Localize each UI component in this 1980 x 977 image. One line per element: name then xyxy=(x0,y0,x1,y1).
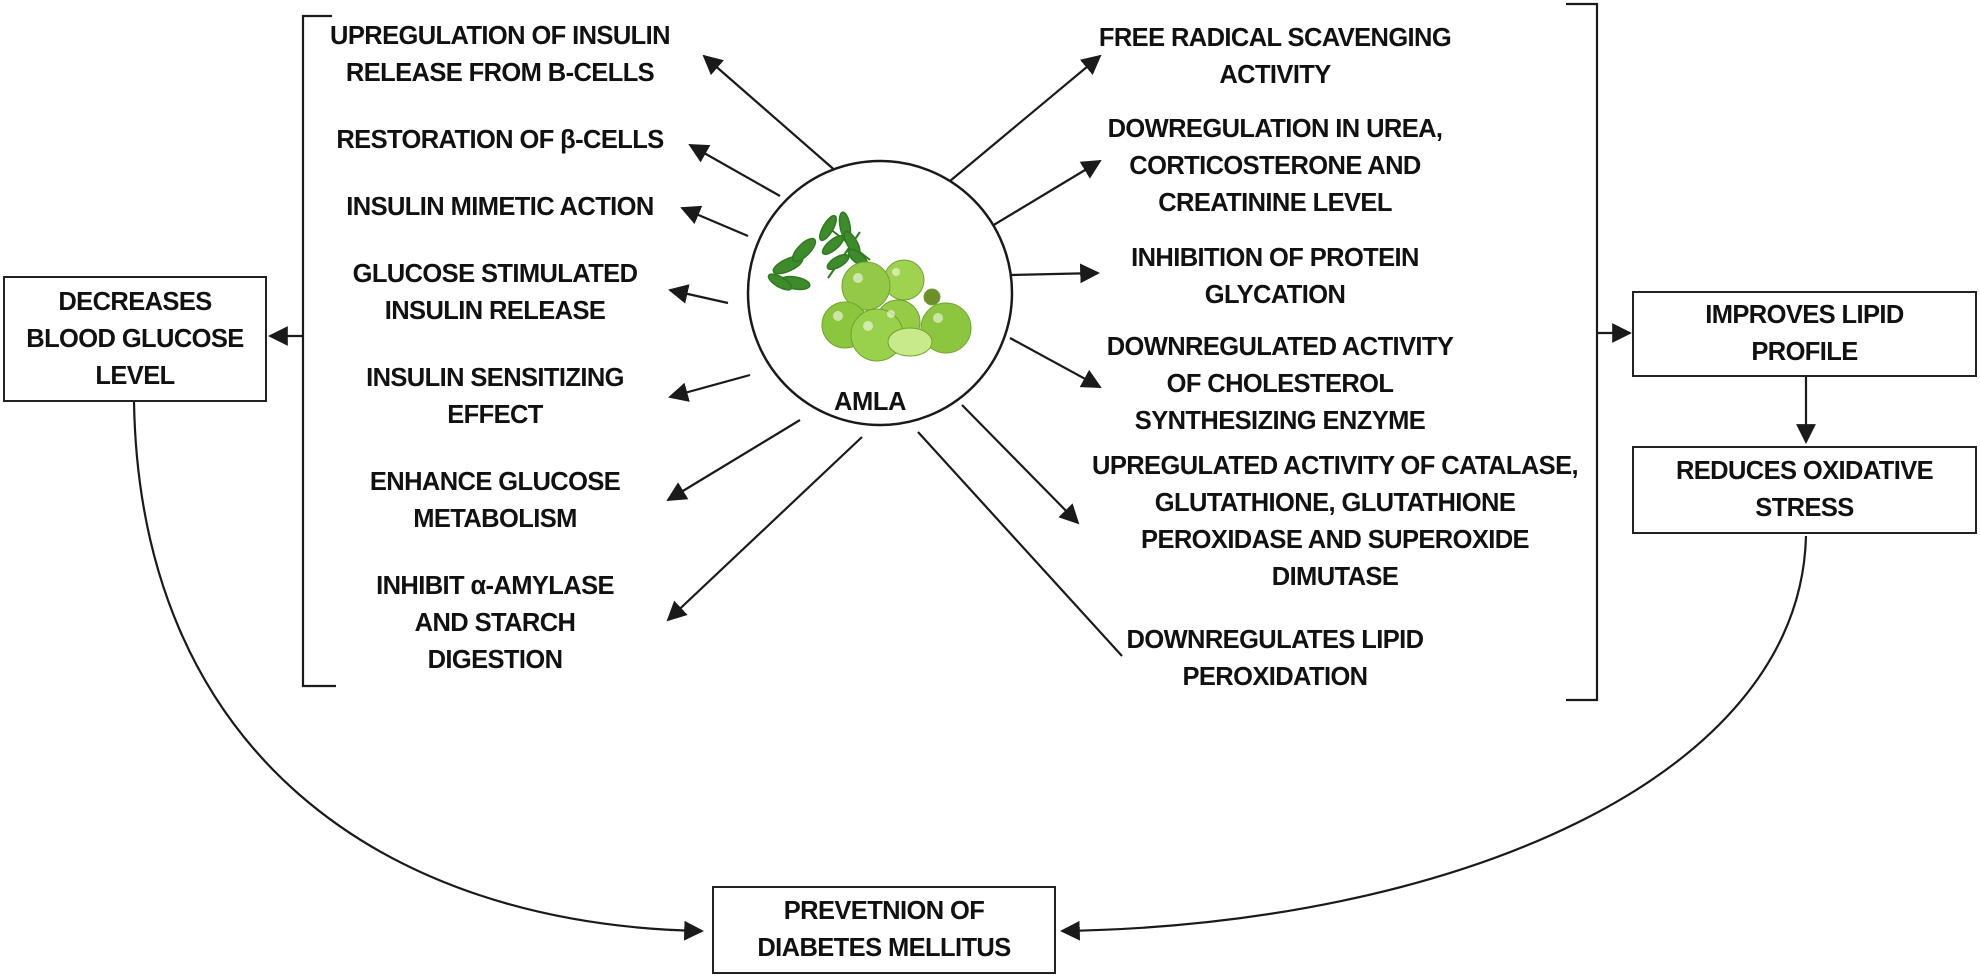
effect-inhibit-amylase: INHIBIT α-AMYLASE AND STARCH DIGESTION xyxy=(376,572,614,674)
box-prevention-diabetes-text: PREVETNION OF DIABETES MELLITUS xyxy=(757,897,1011,962)
arrow-to-insulin-mimetic xyxy=(680,205,749,238)
arrow-to-upregulation-insulin xyxy=(702,54,839,174)
box-decreases-blood-glucose-text: DECREASES BLOOD GLUCOSE LEVEL xyxy=(26,287,244,390)
effect-glucose-stimulated-insulin: GLUCOSE STIMULATED INSULIN RELEASE xyxy=(352,260,638,325)
arrow-to-protein-glycation xyxy=(1009,263,1100,284)
effect-inhibition-protein-glycation: INHIBITION OF PROTEIN GLYCATION xyxy=(1131,244,1419,309)
arrow-to-urea xyxy=(991,159,1102,227)
arrow-to-catalase xyxy=(961,404,1080,525)
amla-label: AMLA xyxy=(834,388,907,416)
effect-restoration-beta-cells: RESTORATION OF β-CELLS xyxy=(336,126,664,154)
left-bracket xyxy=(301,14,336,688)
effect-lipid-peroxidation: DOWNREGULATES LIPID PEROXIDATION xyxy=(1126,626,1425,691)
box-improves-lipid-profile: IMPROVES LIPID PROFILE xyxy=(1632,291,1977,377)
effect-catalase-glutathione: UPREGULATED ACTIVITY OF CATALASE, GLUTAT… xyxy=(1092,452,1579,591)
right-bracket xyxy=(1566,2,1599,702)
effect-cholesterol-enzyme: DOWNREGULATED ACTIVITY OF CHOLESTEROL SY… xyxy=(1106,333,1454,435)
effect-free-radical-scavenging: FREE RADICAL SCAVENGING ACTIVITY xyxy=(1098,24,1452,89)
effect-insulin-mimetic-action: INSULIN MIMETIC ACTION xyxy=(346,193,654,221)
box-prevention-diabetes: PREVETNION OF DIABETES MELLITUS xyxy=(712,886,1056,974)
arrow-to-cholesterol xyxy=(1009,337,1102,388)
effect-upregulation-insulin-release: UPREGULATION OF INSULIN RELEASE FROM B-C… xyxy=(330,22,670,87)
arrow-to-restoration-beta xyxy=(688,144,781,197)
box-reduces-oxidative-stress: REDUCES OXIDATIVE STRESS xyxy=(1632,446,1977,534)
arrow-to-free-radical xyxy=(943,54,1102,187)
effect-downregulation-urea: DOWREGULATION IN UREA, CORTICOSTERONE AN… xyxy=(1107,115,1443,217)
curve-blood-glucose-to-prevention xyxy=(132,401,704,941)
box-improves-lipid-profile-text: IMPROVES LIPID PROFILE xyxy=(1705,301,1904,366)
box-decreases-blood-glucose: DECREASES BLOOD GLUCOSE LEVEL xyxy=(3,276,267,402)
box-reduces-oxidative-stress-text: REDUCES OXIDATIVE STRESS xyxy=(1675,457,1934,522)
amla-fruit-image xyxy=(767,211,972,362)
curve-oxidative-to-prevention xyxy=(1060,535,1808,941)
arrow-to-inhibit-amylase xyxy=(666,436,863,622)
line-to-lipid-peroxidation xyxy=(917,431,1123,657)
arrow-to-insulin-sensitizing xyxy=(668,373,751,402)
arrow-to-enhance-glucose xyxy=(666,419,801,502)
arrow-to-glucose-stimulated xyxy=(668,284,729,305)
effect-enhance-glucose-metabolism: ENHANCE GLUCOSE METABOLISM xyxy=(369,468,621,533)
effect-insulin-sensitizing: INSULIN SENSITIZING EFFECT xyxy=(366,364,624,429)
